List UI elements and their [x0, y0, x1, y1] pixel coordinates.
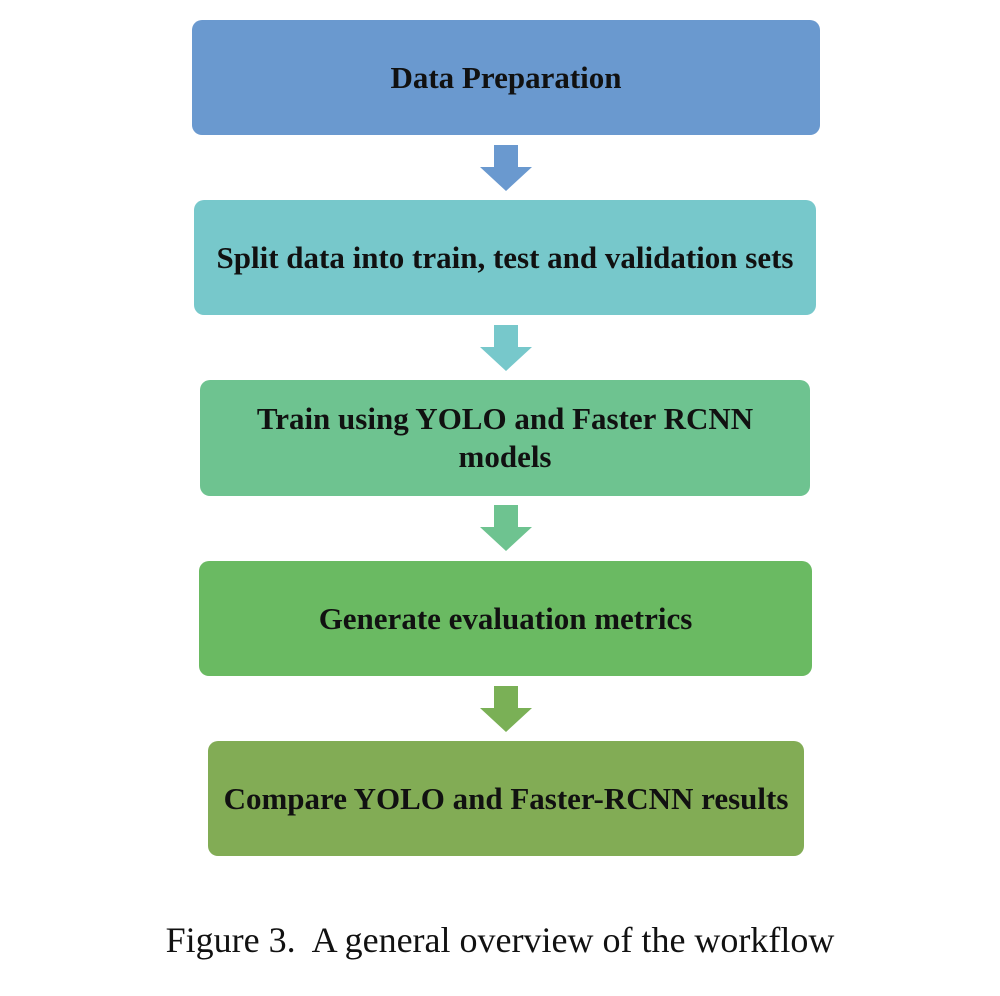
step-label: Data Preparation: [390, 59, 622, 95]
step-compare-results: Compare YOLO and Faster-RCNN results: [208, 741, 804, 856]
step-train-models: Train using YOLO and Faster RCNN models: [200, 380, 810, 496]
down-arrow-icon: [480, 686, 532, 732]
step-label: Train using YOLO and Faster RCNN models: [256, 401, 754, 474]
down-arrow-icon: [480, 505, 532, 551]
step-label: Split data into train, test and validati…: [216, 239, 794, 275]
step-label: Generate evaluation metrics: [318, 600, 693, 636]
figure-caption: Figure 3. A general overview of the work…: [165, 920, 835, 960]
down-arrow-icon: [480, 325, 532, 371]
step-split-data: Split data into train, test and validati…: [194, 200, 816, 315]
step-generate-metrics: Generate evaluation metrics: [199, 561, 812, 676]
step-label: Compare YOLO and Faster-RCNN results: [223, 780, 789, 816]
down-arrow-icon: [480, 145, 532, 191]
step-data-preparation: Data Preparation: [192, 20, 820, 135]
